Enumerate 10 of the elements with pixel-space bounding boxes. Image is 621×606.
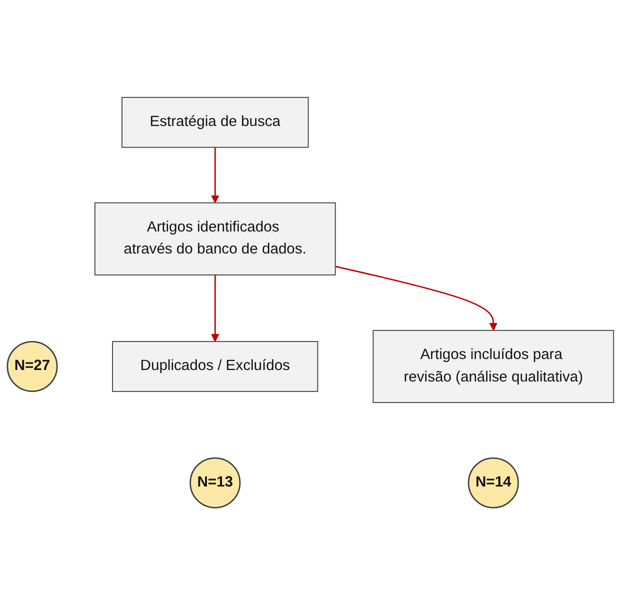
node-circle: N=27 [6, 341, 58, 392]
node-box: Duplicados / Excluídos [112, 342, 318, 392]
node-box: Artigos incluídos para revisão (análise qualitativa) [372, 330, 614, 404]
node-circle: N=14 [468, 458, 519, 509]
arrow [211, 148, 220, 204]
node-circle: N=13 [190, 458, 241, 509]
arrow [335, 266, 498, 332]
arrow [211, 275, 220, 342]
node-box: Estratégia de busca [122, 97, 309, 148]
node-box: Artigos identificados através do banco de dados. [94, 202, 336, 276]
